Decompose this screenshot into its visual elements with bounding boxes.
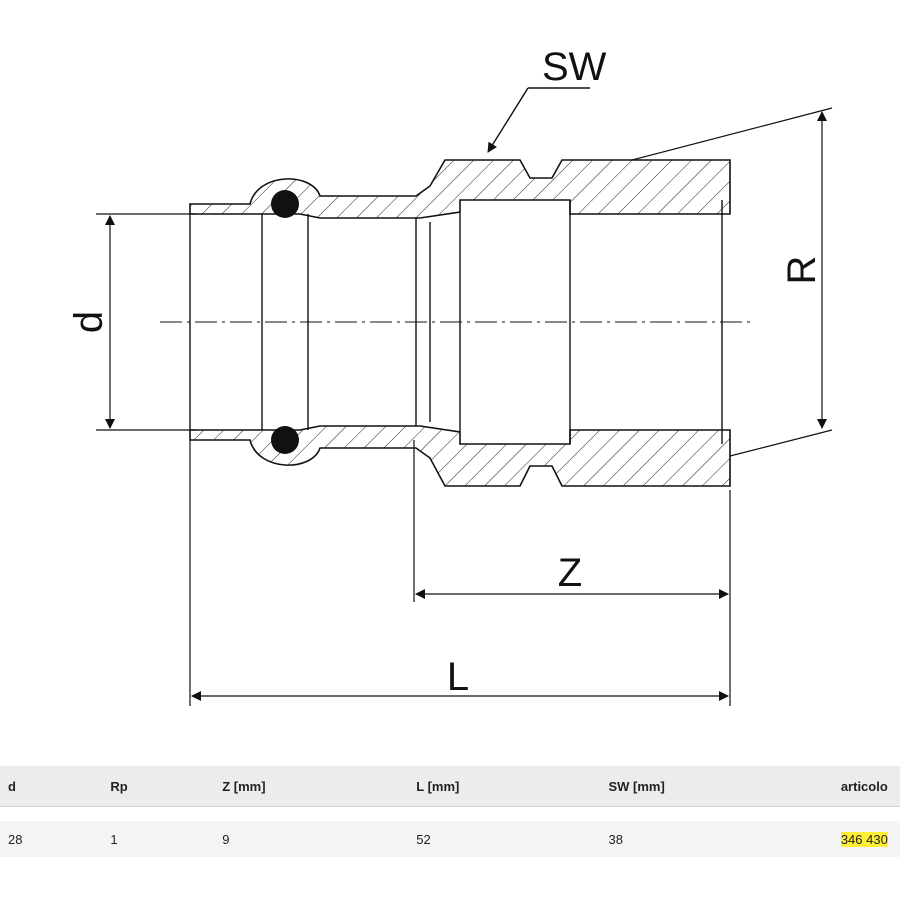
- header-l: L [mm]: [408, 766, 601, 807]
- d-label: d: [67, 311, 111, 333]
- article-number: 346 430: [840, 831, 888, 847]
- table-spacer: [0, 806, 900, 821]
- header-z: Z [mm]: [214, 766, 409, 807]
- cell-rp: 1: [102, 821, 215, 857]
- cell-l: 52: [408, 821, 601, 857]
- fitting-technical-drawing: SW d R Z L: [67, 45, 833, 706]
- table-row: 28 1 9 52 38 346 430: [0, 821, 900, 857]
- sw-leader: [487, 87, 590, 153]
- l-label: L: [447, 655, 469, 699]
- sw-label: SW: [542, 45, 607, 89]
- header-rp: Rp: [102, 766, 215, 807]
- fitting-lower-wall: [189, 425, 731, 487]
- cell-articolo: 346 430: [832, 821, 900, 857]
- spec-table: d Rp Z [mm] L [mm] SW [mm] articolo 28 1…: [0, 766, 900, 857]
- header-d: d: [0, 766, 103, 807]
- cell-z: 9: [214, 821, 409, 857]
- cell-sw: 38: [600, 821, 833, 857]
- cell-d: 28: [0, 821, 103, 857]
- o-ring-upper: [271, 190, 299, 218]
- fitting-upper-wall: [189, 159, 731, 219]
- z-dimension: [413, 440, 731, 706]
- header-sw: SW [mm]: [600, 766, 833, 807]
- l-dimension: [189, 440, 729, 706]
- d-dimension: [96, 213, 196, 431]
- header-articolo: articolo: [832, 766, 900, 807]
- o-ring-lower: [271, 426, 299, 454]
- r-label: R: [780, 256, 824, 285]
- table-header-row: d Rp Z [mm] L [mm] SW [mm] articolo: [0, 766, 900, 807]
- r-dimension: [631, 107, 833, 457]
- z-label: Z: [558, 551, 582, 595]
